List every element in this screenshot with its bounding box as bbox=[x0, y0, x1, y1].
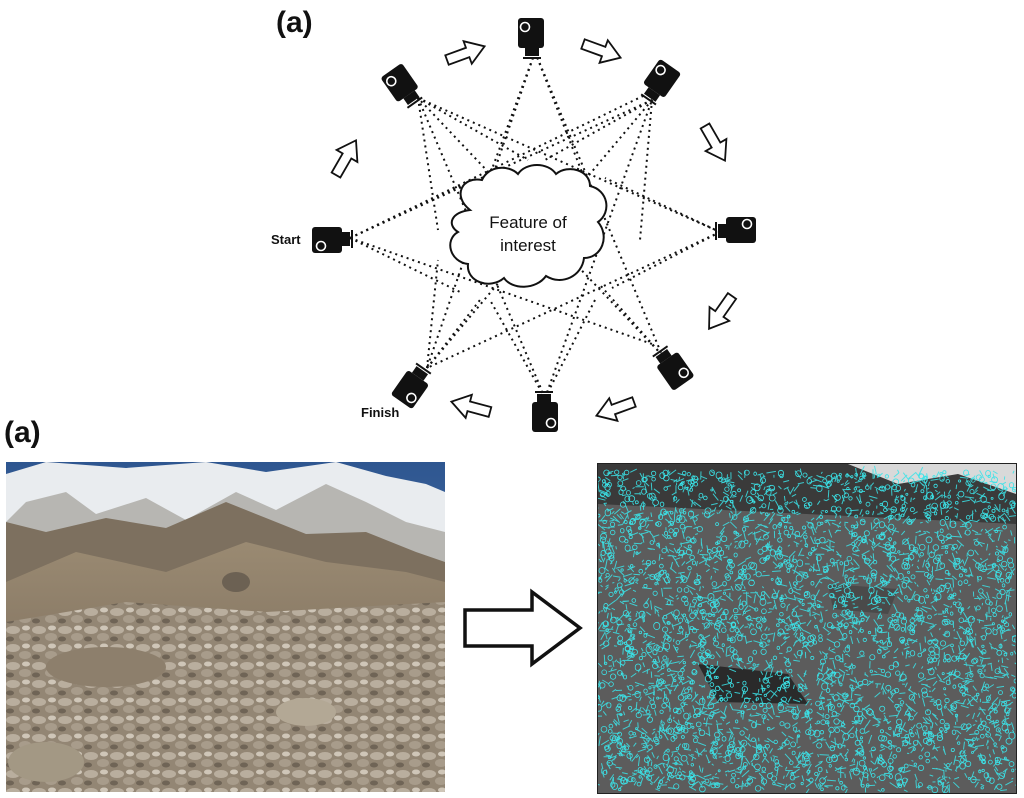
arrow-outline-icon-7 bbox=[447, 389, 495, 425]
camera-icon-7 bbox=[531, 390, 559, 433]
start-label: Start bbox=[271, 232, 301, 247]
arrow-outline-icon-4 bbox=[693, 119, 737, 168]
feature-label-line1: Feature of bbox=[489, 213, 567, 232]
feature-points-image bbox=[597, 463, 1017, 794]
camera-orbit-diagram: Feature of interest bbox=[311, 17, 757, 433]
feature-point-markers bbox=[598, 465, 1016, 793]
feature-cloud-shape bbox=[449, 164, 608, 288]
arrow-outline-icon-large bbox=[463, 588, 583, 668]
arrow-outline-icon-5 bbox=[698, 288, 743, 337]
arrow-outline-icon-3 bbox=[577, 31, 626, 70]
camera-icon-5 bbox=[714, 216, 757, 244]
glacier-photo bbox=[6, 462, 445, 792]
camera-icon-start bbox=[311, 226, 354, 254]
feature-label-line2: interest bbox=[500, 236, 556, 255]
arrow-outline-icon-2 bbox=[441, 34, 490, 73]
finish-label: Finish bbox=[361, 405, 400, 420]
panel-label-top: (a) bbox=[276, 6, 313, 39]
feature-point-circles bbox=[598, 469, 1016, 793]
arrow-outline-icon-1 bbox=[324, 133, 368, 182]
camera-icon-4 bbox=[635, 57, 683, 108]
camera-icon-3 bbox=[517, 17, 545, 60]
panel-label-bottom: (a) bbox=[4, 416, 41, 449]
camera-icon-finish bbox=[389, 360, 437, 411]
arrow-outline-icon-6 bbox=[591, 389, 640, 428]
